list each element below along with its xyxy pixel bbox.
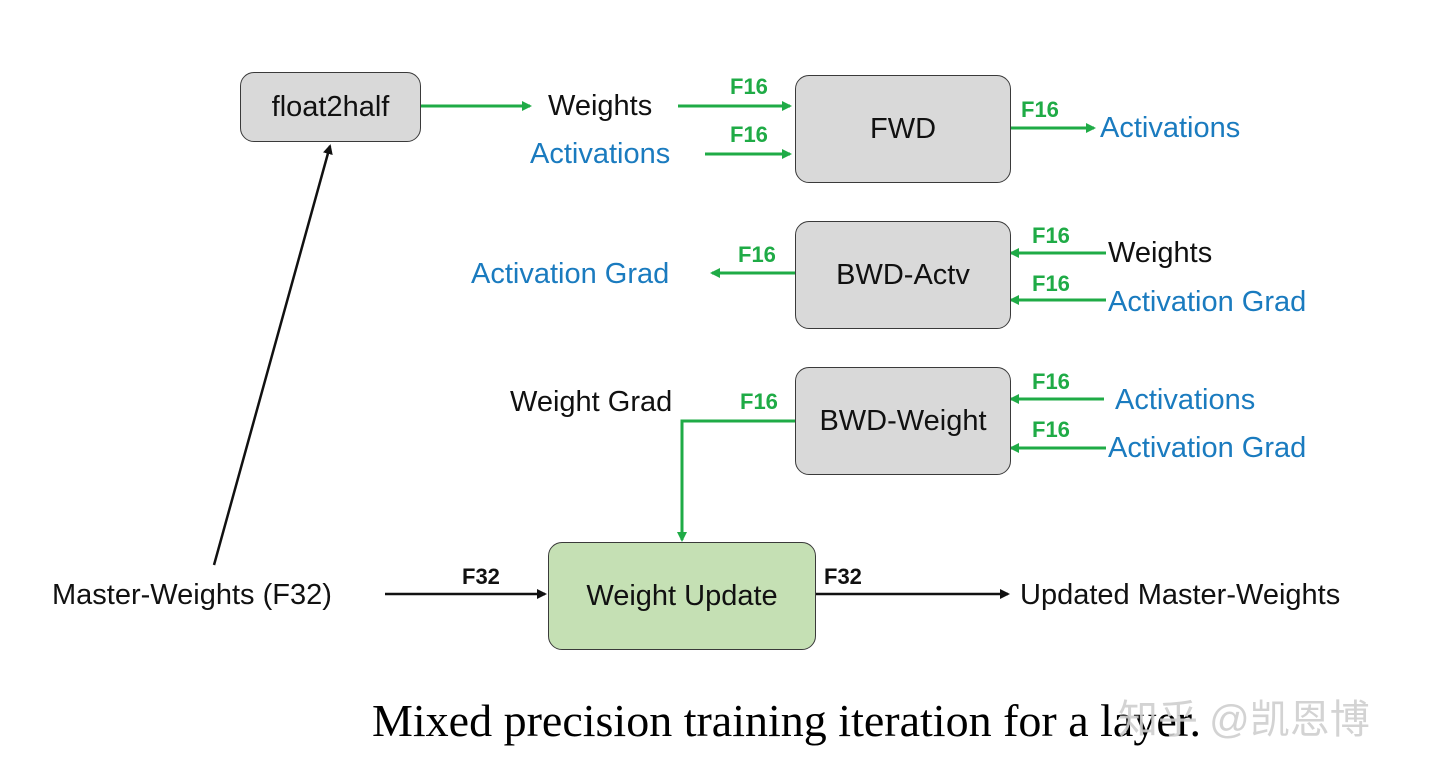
bwd-weight-box: BWD-Weight bbox=[795, 367, 1011, 475]
fwd-box: FWD bbox=[795, 75, 1011, 183]
bwd-weight-output-precision-tag: F16 bbox=[740, 389, 778, 414]
watermark: 知乎 @凯恩博 bbox=[1118, 698, 1370, 742]
fwd-weights-precision-tag: F16 bbox=[730, 74, 768, 99]
update-input-precision-tag: F32 bbox=[462, 564, 500, 589]
arrow-bwdweight-update bbox=[677, 419, 795, 542]
bwd-actv-box: BWD-Actv bbox=[795, 221, 1011, 329]
update-output-precision-tag: F32 bbox=[824, 564, 862, 589]
bwd-actv-output-precision-tag: F16 bbox=[738, 242, 776, 267]
arrow-master-float2half bbox=[212, 144, 333, 566]
bwd-actv-weights-precision-tag: F16 bbox=[1032, 223, 1070, 248]
bwd-weight-grad-precision-tag: F16 bbox=[1032, 417, 1070, 442]
fwd-input-weights-label: Weights bbox=[548, 90, 653, 122]
bwd-weight-input-grad-label: Activation Grad bbox=[1108, 432, 1307, 464]
figure-caption: Mixed precision training iteration for a… bbox=[372, 695, 1202, 746]
updated-master-weights-label: Updated Master-Weights bbox=[1020, 579, 1341, 611]
fwd-output-activations-label: Activations bbox=[1100, 112, 1241, 144]
master-weights-label: Master-Weights (F32) bbox=[52, 579, 332, 611]
bwd-weight-activations-precision-tag: F16 bbox=[1032, 369, 1070, 394]
weight-update-box: Weight Update bbox=[548, 542, 816, 650]
bwd-weight-output-grad-label: Weight Grad bbox=[510, 386, 673, 418]
bwd-actv-grad-precision-tag: F16 bbox=[1032, 271, 1070, 296]
fwd-activations-precision-tag: F16 bbox=[730, 122, 768, 147]
fwd-input-activations-label: Activations bbox=[530, 138, 671, 170]
bwd-weight-input-activations-label: Activations bbox=[1115, 384, 1256, 416]
float2half-box: float2half bbox=[240, 72, 421, 142]
bwd-actv-output-grad-label: Activation Grad bbox=[471, 258, 670, 290]
bwd-actv-input-weights-label: Weights bbox=[1108, 237, 1213, 269]
bwd-actv-input-grad-label: Activation Grad bbox=[1108, 286, 1307, 318]
fwd-output-precision-tag: F16 bbox=[1021, 97, 1059, 122]
